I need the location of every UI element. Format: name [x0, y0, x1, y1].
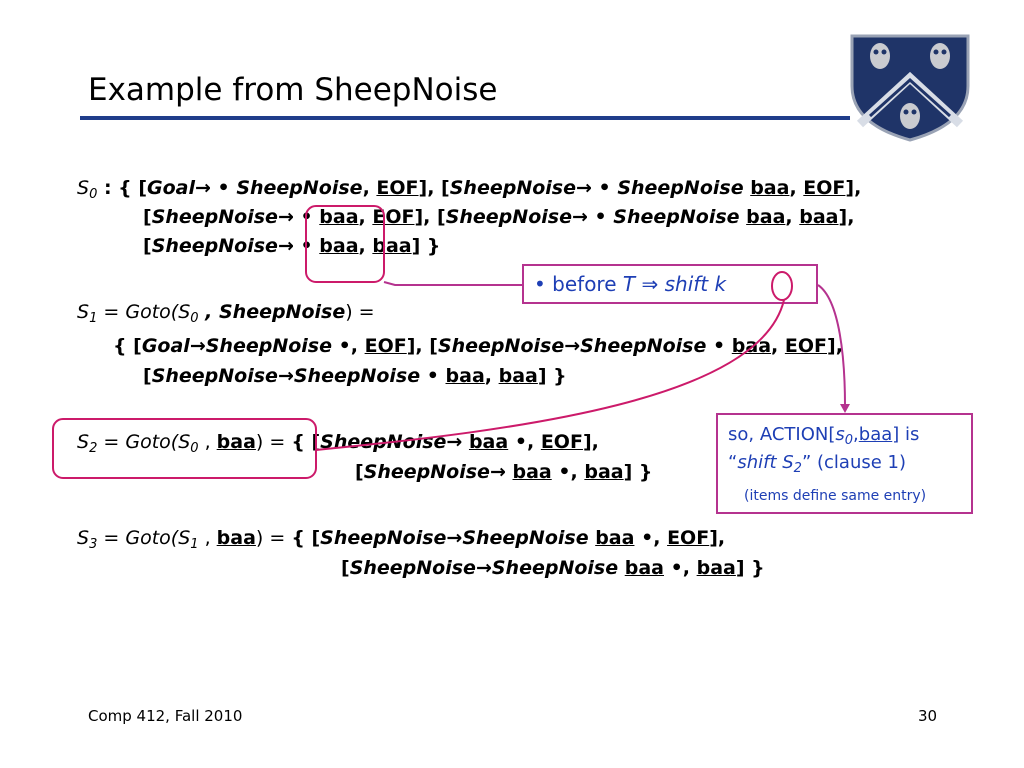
action-callout: so, ACTION[s0,baa] is “shift S2” (clause…	[716, 413, 973, 514]
action-callout-line-3: (items define same entry)	[744, 488, 927, 504]
slide-title: Example from SheepNoise	[88, 72, 498, 108]
s0-line-3: [SheepNoise→ • baa, baa] }	[143, 235, 441, 257]
s3-line-1: S3 = Goto(S1 , baa) = { [SheepNoise→Shee…	[77, 527, 726, 552]
connector-dot-to-callout	[383, 281, 522, 286]
arrowhead-icon	[840, 404, 850, 413]
footer-course: Comp 412, Fall 2010	[88, 707, 243, 725]
s1-line-2: [SheepNoise→SheepNoise • baa, baa] }	[143, 365, 567, 387]
s3-line-2: [SheepNoise→SheepNoise baa •, baa] }	[341, 557, 765, 579]
state-label: S0	[77, 177, 98, 202]
s1-line-1: { [Goal→SheepNoise •, EOF], [SheepNoise→…	[113, 335, 843, 357]
s0-line-2: [SheepNoise→ • baa, EOF], [SheepNoise→ •…	[143, 206, 855, 228]
page-number: 30	[918, 707, 938, 725]
university-shield-logo	[850, 34, 970, 142]
s2-line-2: [SheepNoise→ baa •, baa] }	[355, 461, 653, 483]
title-underline	[80, 116, 850, 120]
s1-definition: S1 = Goto(S0 , SheepNoise) =	[77, 301, 375, 326]
action-callout-line-1: so, ACTION[s0,baa] is	[728, 424, 920, 448]
s0-line-1: S0 : { [Goal→ • SheepNoise, EOF], [Sheep…	[77, 177, 862, 202]
shift-callout: • before T ⇒ shift k	[522, 264, 818, 304]
action-callout-line-2: “shift S2” (clause 1)	[728, 452, 907, 476]
s2-line-1: S2 = Goto(S0 , baa) = { [SheepNoise→ baa…	[77, 431, 599, 456]
